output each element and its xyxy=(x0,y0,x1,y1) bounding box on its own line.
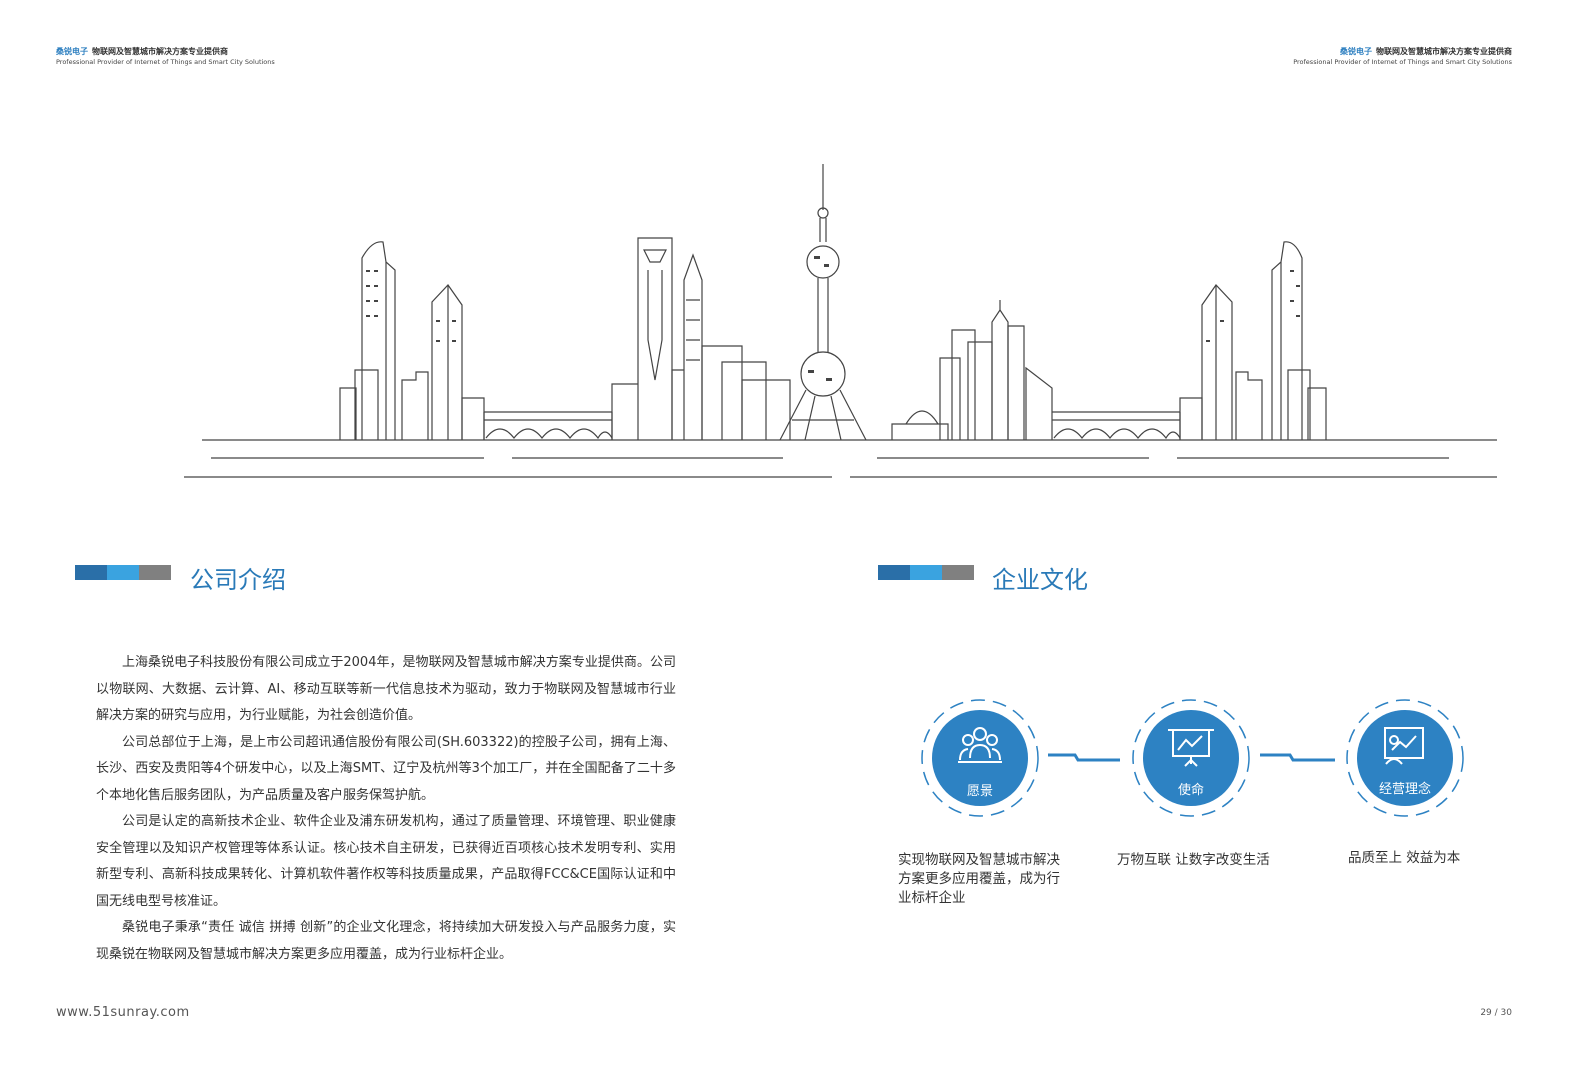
intro-paragraph: 桑锐电子秉承“责任 诚信 拼搏 创新”的企业文化理念，将持续加大研发投入与产品服… xyxy=(96,920,676,962)
growth-board-icon xyxy=(1384,727,1424,765)
tagline-en: Professional Provider of Internet of Thi… xyxy=(1293,58,1512,66)
culture-label-mission: 使命 xyxy=(1177,783,1204,798)
header-right: 桑锐电子物联网及智慧城市解决方案专业提供商 Professional Provi… xyxy=(1293,46,1512,68)
culture-label-philosophy: 经营理念 xyxy=(1378,782,1431,797)
culture-diagram xyxy=(921,699,1464,817)
tagline-cn: 物联网及智慧城市解决方案专业提供商 xyxy=(1376,47,1512,56)
culture-caption-vision: 实现物联网及智慧城市解决 方案更多应用覆盖，成为行 业标杆企业 xyxy=(898,852,1060,906)
tagline-cn: 物联网及智慧城市解决方案专业提供商 xyxy=(92,47,228,56)
company-intro-text: 上海桑锐电子科技股份有限公司成立于2004年，是物联网及智慧城市解决方案专业提供… xyxy=(96,650,676,968)
tagline-en: Professional Provider of Internet of Thi… xyxy=(56,58,275,66)
culture-caption-philosophy: 品质至上 效益为本 xyxy=(1348,850,1461,866)
people-group-icon xyxy=(958,727,1002,763)
website-link[interactable]: www.51sunray.com xyxy=(56,1005,190,1020)
presentation-chart-icon xyxy=(1168,729,1214,767)
intro-paragraph: 公司是认定的高新技术企业、软件企业及浦东研发机构，通过了质量管理、环境管理、职业… xyxy=(96,814,676,909)
culture-label-vision: 愿景 xyxy=(966,784,993,799)
brand-name: 桑锐电子 xyxy=(56,47,88,56)
intro-paragraph: 公司总部位于上海，是上市公司超讯通信股份有限公司(SH.603322)的控股子公… xyxy=(96,734,676,803)
header-left: 桑锐电子物联网及智慧城市解决方案专业提供商 Professional Provi… xyxy=(56,46,275,68)
page-number: 29 / 30 xyxy=(1480,1008,1512,1018)
section-title-culture: 企业文化 xyxy=(992,566,1088,594)
culture-caption-mission: 万物互联 让数字改变生活 xyxy=(1117,852,1270,868)
section-bar-culture xyxy=(878,565,974,580)
section-bar-intro xyxy=(75,565,171,580)
intro-paragraph: 上海桑锐电子科技股份有限公司成立于2004年，是物联网及智慧城市解决方案专业提供… xyxy=(96,655,676,723)
brand-name: 桑锐电子 xyxy=(1340,47,1372,56)
section-title-intro: 公司介绍 xyxy=(190,566,286,594)
city-skyline-illustration xyxy=(184,164,1497,478)
